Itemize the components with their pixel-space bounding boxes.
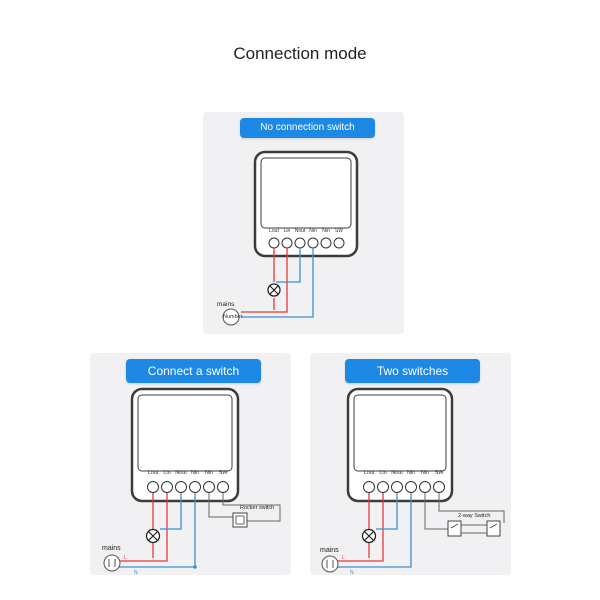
terminal-label: Lin xyxy=(379,470,386,476)
terminal-label: Lin xyxy=(284,228,291,234)
switch-wire xyxy=(424,493,450,530)
terminal-label: Nout xyxy=(391,470,403,476)
terminal-screw xyxy=(391,481,403,493)
live-wire xyxy=(118,493,168,562)
terminal-label: Lout xyxy=(364,470,375,476)
terminal-screw xyxy=(189,481,201,493)
plug-icon xyxy=(326,560,334,568)
neutral-label: N xyxy=(134,570,138,576)
switch-wire xyxy=(208,493,235,518)
terminal-screw xyxy=(363,481,375,493)
terminal-screw xyxy=(161,481,173,493)
panel-no-switch: No connection switch Lout Lin Nout Nin N… xyxy=(203,112,404,334)
mains-label: mains xyxy=(320,547,339,554)
page-title: Connection mode xyxy=(233,44,367,63)
switch-wire xyxy=(438,493,505,523)
terminal-screw xyxy=(268,237,280,249)
switch-label: 2-way Switch xyxy=(458,513,490,519)
two-way-switch-icon xyxy=(486,520,501,537)
lamp-icon xyxy=(148,531,158,541)
terminal-screw xyxy=(203,481,215,493)
neutral-wire xyxy=(241,248,314,318)
module-face xyxy=(137,394,233,472)
terminal-screw xyxy=(217,481,229,493)
neutral-label: N xyxy=(350,570,354,576)
rocker-switch-icon xyxy=(235,515,245,525)
module-face xyxy=(353,394,447,472)
wiring-diagram: Lout Lin Nout Nin Nin SW mains Number xyxy=(217,150,359,326)
neutral-wire xyxy=(376,493,398,530)
two-way-switch-icon xyxy=(447,520,462,537)
terminal-label: Lout xyxy=(269,228,279,234)
terminal-label: Nin xyxy=(309,228,317,234)
live-wire xyxy=(336,493,384,562)
terminal-label: Lout xyxy=(148,470,159,476)
terminal-screw xyxy=(294,237,306,249)
live-label: L xyxy=(124,555,127,561)
terminal-screw xyxy=(433,481,445,493)
wiring-diagram: Lout Lin Nout Nin Nin SW Rocker switch xyxy=(102,387,281,576)
live-wire xyxy=(241,248,288,313)
mains-label: mains xyxy=(102,545,121,552)
terminal-label: Nin xyxy=(191,470,199,476)
terminal-screw xyxy=(307,237,319,249)
module-face xyxy=(260,157,352,229)
switch-wire xyxy=(222,493,281,522)
terminal-label: SW xyxy=(219,470,229,476)
panel-header: No connection switch xyxy=(240,118,375,138)
plug-icon xyxy=(108,559,116,567)
terminal-screw xyxy=(419,481,431,493)
two-way-switch-icon xyxy=(489,523,498,529)
switch-module xyxy=(346,387,454,503)
terminal-label: Nin xyxy=(322,228,330,234)
switch-label: Rocker switch xyxy=(240,505,274,511)
terminal-label: SW xyxy=(335,228,343,234)
terminal-screw xyxy=(377,481,389,493)
terminal-label: SW xyxy=(435,470,445,476)
lamp-icon xyxy=(364,531,374,541)
plug-label: Number xyxy=(223,314,243,320)
mains-label: mains xyxy=(217,301,235,308)
neutral-wire xyxy=(160,493,182,530)
panel-header: Two switches xyxy=(345,359,480,383)
terminal-label: Nout xyxy=(175,470,187,476)
panel-two-switches: Two switches Lout Lin Nout Nin Nin SW xyxy=(310,353,511,576)
wire-junction xyxy=(193,565,197,569)
panel-one-switch: Connect a switch Lout Lin Nout Nin Nin S… xyxy=(90,353,291,576)
switch-module xyxy=(253,150,359,258)
terminal-label: Nin xyxy=(421,470,429,476)
terminal-label: Nin xyxy=(407,470,415,476)
terminal-screw xyxy=(175,481,187,493)
lamp-icon xyxy=(269,285,279,295)
wiring-diagram: Lout Lin Nout Nin Nin SW 2-way Switch xyxy=(320,387,505,576)
terminal-screw xyxy=(405,481,417,493)
terminal-label: Lin xyxy=(163,470,170,476)
live-label: L xyxy=(342,555,345,561)
neutral-wire xyxy=(336,493,412,568)
two-way-switch-icon xyxy=(450,523,459,529)
terminal-screw xyxy=(147,481,159,493)
switch-module xyxy=(130,387,240,503)
terminal-label: Nin xyxy=(205,470,213,476)
terminal-screw xyxy=(281,237,293,249)
neutral-wire xyxy=(276,248,301,283)
plug-icon xyxy=(222,308,240,326)
panel-header: Connect a switch xyxy=(126,359,261,383)
terminal-screw xyxy=(320,237,332,249)
terminal-screw xyxy=(333,237,345,249)
plug-icon xyxy=(321,555,339,573)
plug-icon xyxy=(103,554,121,572)
terminal-label: Nout xyxy=(295,228,306,234)
